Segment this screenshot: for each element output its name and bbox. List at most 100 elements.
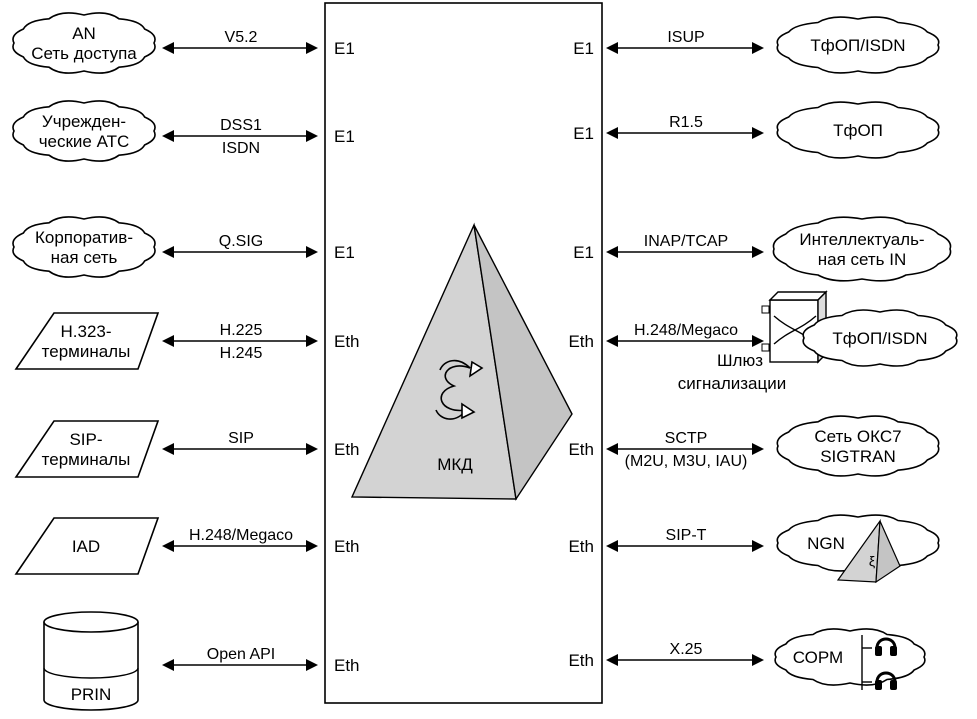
corp-arrow-right [306, 246, 318, 258]
h323-label-line: терминалы [42, 342, 131, 361]
sip-arrow-right [306, 443, 318, 455]
in-cloud-shape [772, 216, 952, 282]
ngn-arrow-left [606, 540, 618, 552]
ss7-arrow-left [606, 443, 618, 455]
ss7-label-line: Сеть ОКС7 [814, 427, 901, 446]
prin-cylinder-top [43, 611, 139, 633]
pstn-arrow-left [606, 127, 618, 139]
corp-arrow-left [162, 246, 174, 258]
pbx-protocol-label-2: ISDN [222, 140, 260, 157]
gateway-label-line-2: сигнализации [678, 374, 786, 393]
pbx-protocol-label: DSS1 [220, 117, 262, 134]
gateway-label-line-1: Шлюз [717, 351, 763, 370]
sorm-protocol-label: X.25 [670, 641, 703, 658]
in-port-label: E1 [573, 243, 594, 262]
gw-arrow-right [752, 335, 764, 347]
ss7-arrow-right [752, 443, 764, 455]
ngn-protocol-label: SIP-T [666, 527, 707, 544]
corp-cloud-shape [12, 216, 156, 278]
an-port-label: E1 [334, 39, 355, 58]
pyramid-icon: МКД [350, 222, 573, 501]
gw-port-label: Eth [568, 332, 594, 351]
an-label-line: Сеть доступа [31, 44, 137, 63]
pstn-protocol-label: R1.5 [669, 114, 703, 131]
gw-cloud-shape [802, 309, 958, 367]
pstn-isdn-port-label: E1 [573, 39, 594, 58]
iad-label-line: IAD [72, 537, 100, 556]
ngn-port-label: Eth [568, 537, 594, 556]
sorm-arrow-left [606, 654, 618, 666]
ss7-port-label: Eth [568, 440, 594, 459]
prin-label: PRIN [71, 685, 112, 704]
an-cloud-shape [12, 12, 156, 74]
right-pstn-isdn: E1 ISUP ТфОП/ISDN [573, 16, 940, 74]
an-protocol-label: V5.2 [225, 29, 258, 46]
in-protocol-label: INAP/TCAP [644, 233, 728, 250]
ss7-label-line: SIGTRAN [820, 447, 896, 466]
h323-arrow-left [162, 335, 174, 347]
h323-label-line: H.323- [60, 322, 111, 341]
pstn-label-line: ТфОП [833, 121, 883, 140]
left-corp: Корпоратив-ная сеть Q.SIG E1 [12, 216, 355, 278]
sip-label-line: SIP- [69, 430, 102, 449]
ss7-cloud-shape [776, 415, 940, 477]
h323-protocol-label: H.225 [220, 322, 263, 339]
corp-protocol-label: Q.SIG [219, 233, 263, 250]
an-arrow-left [162, 42, 174, 54]
sip-protocol-label: SIP [228, 430, 254, 447]
prin-arrow-left [162, 659, 174, 671]
iad-protocol-label: H.248/Megaco [189, 527, 293, 544]
headphones-icon [861, 635, 899, 692]
h323-port-label: Eth [334, 332, 360, 351]
an-arrow-right [306, 42, 318, 54]
center-label: МКД [437, 455, 473, 474]
pstn-isdn-label-line: ТфОП/ISDN [810, 36, 905, 55]
right-ngn: Eth SIP-T NGN ξ [568, 514, 940, 584]
ngn-label-line: NGN [807, 534, 845, 553]
iad-port-label: Eth [334, 537, 360, 556]
sip-terminal-shape [14, 420, 160, 478]
pbx-label-line: Учрежден- [42, 112, 126, 131]
iad-terminal-shape [14, 517, 160, 575]
h323-protocol-label-2: H.245 [220, 345, 263, 362]
an-label-line: AN [72, 24, 96, 43]
pbx-arrow-right [306, 130, 318, 142]
pbx-label-line: ческие АТС [39, 132, 130, 151]
h323-arrow-right [306, 335, 318, 347]
pstn-isdn-arrow-right [752, 42, 764, 54]
prin-port-label: Eth [334, 656, 360, 675]
prin-arrow-right [306, 659, 318, 671]
in-label-line: Интеллектуаль- [799, 230, 924, 249]
ngn-arrow-right [752, 540, 764, 552]
corp-port-label: E1 [334, 243, 355, 262]
gw-label-line: ТфОП/ISDN [832, 329, 927, 348]
ngn-epsilon-icon: ξ [869, 553, 875, 569]
prin-cylinder-body [43, 622, 139, 711]
iad-arrow-left [162, 540, 174, 552]
corp-label-line: ная сеть [51, 248, 118, 267]
pbx-arrow-left [162, 130, 174, 142]
corp-label-line: Корпоратив- [35, 228, 133, 247]
prin-cylinder-band [43, 667, 139, 679]
sip-arrow-left [162, 443, 174, 455]
ss7-protocol-label: SCTP [665, 430, 708, 447]
pstn-isdn-protocol-label: ISUP [667, 29, 704, 46]
sorm-cloud-shape [774, 628, 926, 686]
gw-arrow-left [606, 335, 618, 347]
epsilon-icon [435, 359, 484, 420]
pbx-port-label: E1 [334, 127, 355, 146]
pstn-isdn-arrow-left [606, 42, 618, 54]
ss7-protocol-label-2: (M2U, M3U, IAU) [625, 453, 748, 470]
h323-terminal-shape [14, 312, 160, 370]
